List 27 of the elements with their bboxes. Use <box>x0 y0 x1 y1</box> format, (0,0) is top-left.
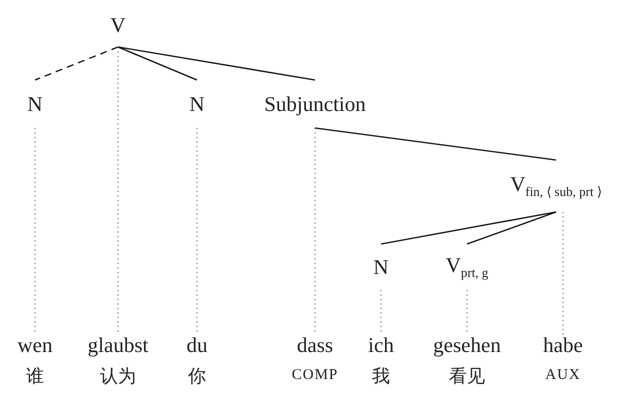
category-label: Subjunction <box>264 94 366 114</box>
word: du <box>186 335 208 356</box>
gloss: COMP <box>292 368 338 383</box>
category-label: V$_{fin, ⟨ sub, prt ⟩}$ <box>510 174 602 198</box>
dashed-dependency-line <box>34 46 118 81</box>
gloss: 认为 <box>100 368 136 386</box>
word: wen <box>18 335 52 356</box>
gloss: 你 <box>188 368 206 386</box>
dependency-line <box>466 211 556 245</box>
gloss: AUX <box>545 368 581 383</box>
category-label: N <box>189 94 205 114</box>
category-label: V <box>110 15 126 36</box>
category-label: V$_{prt, g}$ <box>446 254 488 280</box>
category-label: N <box>373 256 389 278</box>
word: gesehen <box>433 335 501 356</box>
word: habe <box>543 335 583 356</box>
word: ich <box>368 335 394 356</box>
gloss: 谁 <box>26 368 44 386</box>
dependency-line <box>118 46 316 81</box>
gloss: 看见 <box>449 368 485 386</box>
category-label: N <box>27 94 43 114</box>
gloss: 我 <box>372 368 390 386</box>
word: glaubst <box>88 335 148 356</box>
dependency-line <box>118 46 198 81</box>
word: dass <box>296 335 334 356</box>
dependency-line <box>380 211 556 245</box>
dependency-line <box>314 127 556 161</box>
